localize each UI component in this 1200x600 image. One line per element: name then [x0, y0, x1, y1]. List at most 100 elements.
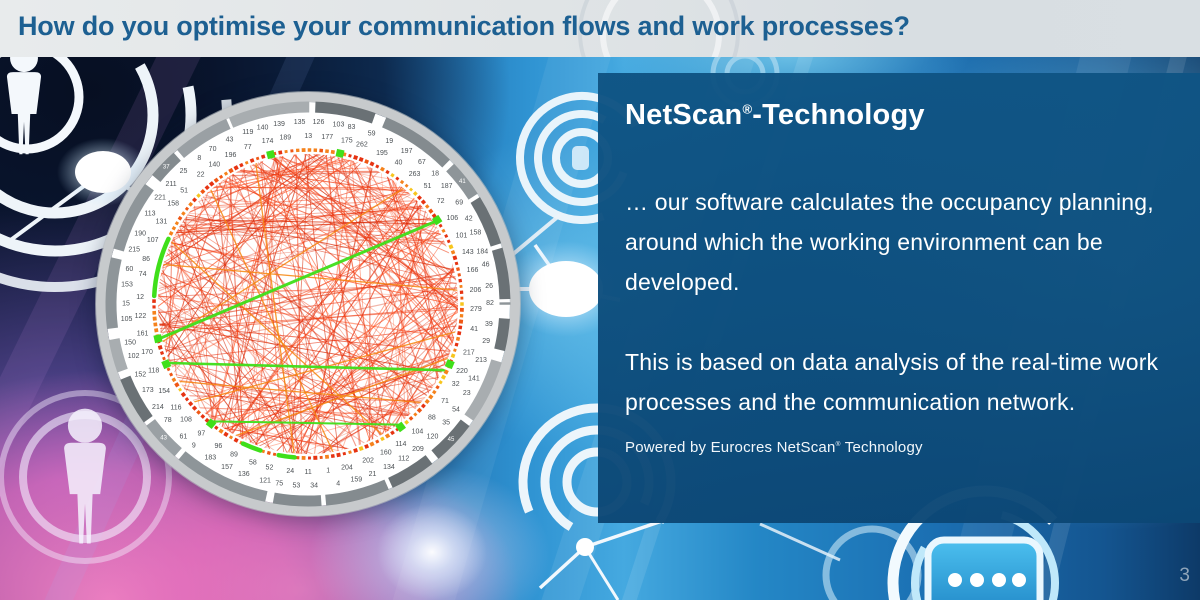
svg-text:122: 122 — [135, 313, 147, 320]
svg-text:43: 43 — [226, 137, 234, 144]
panel-heading: NetScan®-Technology — [625, 99, 1166, 132]
svg-text:41: 41 — [459, 179, 466, 185]
svg-text:45: 45 — [448, 437, 455, 443]
svg-text:43: 43 — [160, 436, 167, 442]
svg-text:72: 72 — [437, 198, 445, 205]
svg-text:141: 141 — [468, 376, 480, 383]
svg-text:37: 37 — [163, 165, 170, 171]
svg-text:52: 52 — [266, 464, 274, 471]
svg-text:134: 134 — [383, 464, 395, 471]
svg-text:119: 119 — [242, 129, 253, 136]
svg-text:42: 42 — [465, 215, 473, 222]
svg-text:9: 9 — [192, 443, 196, 450]
svg-text:35: 35 — [442, 419, 450, 426]
svg-text:183: 183 — [204, 454, 216, 461]
svg-text:166: 166 — [467, 267, 479, 274]
watermark-circle — [578, 0, 740, 57]
svg-text:60: 60 — [125, 266, 133, 273]
svg-text:19: 19 — [385, 138, 393, 145]
person-in-circle-icon — [0, 390, 172, 564]
svg-text:131: 131 — [156, 219, 168, 226]
svg-text:8: 8 — [197, 155, 201, 162]
svg-text:75: 75 — [275, 481, 283, 488]
svg-text:215: 215 — [128, 247, 140, 254]
svg-text:118: 118 — [148, 367, 159, 374]
svg-text:18: 18 — [431, 171, 439, 178]
svg-text:102: 102 — [128, 353, 140, 360]
svg-text:54: 54 — [452, 407, 460, 414]
svg-text:263: 263 — [409, 171, 421, 178]
heading-suffix: -Technology — [752, 99, 925, 131]
svg-text:71: 71 — [441, 398, 449, 405]
svg-text:204: 204 — [341, 464, 353, 471]
svg-text:23: 23 — [463, 390, 471, 397]
svg-text:211: 211 — [166, 181, 177, 188]
svg-text:97: 97 — [197, 431, 205, 438]
svg-text:189: 189 — [280, 134, 292, 141]
svg-text:67: 67 — [418, 159, 426, 166]
svg-text:161: 161 — [137, 330, 149, 337]
svg-text:1: 1 — [326, 468, 330, 475]
svg-text:196: 196 — [225, 152, 237, 159]
svg-text:69: 69 — [455, 200, 463, 207]
svg-text:139: 139 — [273, 121, 285, 128]
svg-text:89: 89 — [230, 452, 238, 459]
title-bar: How do you optimise your communication f… — [0, 0, 1200, 57]
svg-text:174: 174 — [262, 138, 274, 145]
svg-text:108: 108 — [180, 416, 192, 423]
svg-text:86: 86 — [142, 256, 150, 263]
svg-text:106: 106 — [446, 215, 458, 222]
svg-text:136: 136 — [238, 471, 250, 478]
svg-text:160: 160 — [380, 450, 392, 457]
netscan-info-panel: NetScan®-Technology … our software calcu… — [598, 73, 1200, 523]
svg-text:126: 126 — [313, 119, 325, 126]
svg-text:116: 116 — [170, 405, 181, 412]
svg-text:206: 206 — [470, 287, 482, 294]
svg-text:217: 217 — [463, 349, 475, 356]
svg-text:39: 39 — [485, 321, 493, 328]
svg-text:220: 220 — [456, 368, 468, 375]
svg-text:135: 135 — [294, 119, 306, 126]
svg-text:159: 159 — [350, 476, 362, 483]
svg-text:34: 34 — [310, 483, 318, 490]
svg-text:29: 29 — [482, 338, 490, 345]
svg-text:140: 140 — [208, 161, 220, 168]
svg-text:221: 221 — [154, 195, 166, 202]
svg-text:152: 152 — [134, 372, 146, 379]
svg-text:158: 158 — [470, 230, 482, 237]
svg-text:53: 53 — [292, 482, 300, 489]
svg-text:184: 184 — [476, 249, 488, 256]
svg-text:157: 157 — [221, 464, 233, 471]
svg-text:11: 11 — [305, 469, 312, 476]
svg-text:74: 74 — [139, 271, 147, 278]
svg-text:82: 82 — [486, 300, 494, 307]
svg-text:107: 107 — [147, 237, 159, 244]
svg-text:104: 104 — [412, 428, 424, 435]
page-number: 3 — [1179, 565, 1190, 586]
panel-paragraph-occupancy: … our software calculates the occupancy … — [625, 189, 1154, 295]
svg-text:202: 202 — [362, 458, 374, 465]
svg-text:214: 214 — [152, 404, 164, 411]
svg-text:78: 78 — [164, 417, 172, 424]
heading-main: NetScan — [625, 99, 743, 131]
svg-text:153: 153 — [121, 282, 133, 289]
registered-trademark-symbol: ® — [835, 441, 841, 448]
svg-text:187: 187 — [441, 183, 453, 190]
svg-text:150: 150 — [124, 339, 136, 346]
svg-text:113: 113 — [144, 211, 155, 218]
svg-text:4: 4 — [336, 480, 340, 487]
svg-text:112: 112 — [398, 456, 409, 463]
svg-text:143: 143 — [462, 249, 474, 256]
svg-text:61: 61 — [180, 434, 188, 441]
svg-text:105: 105 — [121, 316, 133, 323]
svg-text:154: 154 — [158, 388, 170, 395]
svg-text:173: 173 — [142, 387, 154, 394]
svg-text:96: 96 — [214, 443, 222, 450]
svg-text:158: 158 — [167, 201, 179, 208]
network-node-icon — [504, 241, 628, 337]
svg-text:213: 213 — [475, 357, 487, 364]
svg-text:170: 170 — [141, 349, 153, 356]
svg-text:114: 114 — [395, 441, 406, 448]
svg-text:77: 77 — [244, 144, 252, 151]
